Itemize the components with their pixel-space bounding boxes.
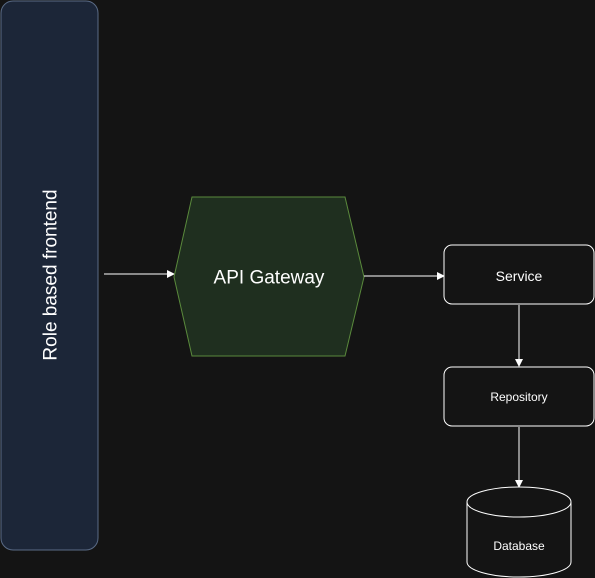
service-label: Service bbox=[496, 268, 543, 284]
repository-label: Repository bbox=[490, 390, 547, 404]
repository-box bbox=[443, 366, 595, 427]
service-box bbox=[443, 244, 595, 305]
gateway-hexagon bbox=[173, 196, 365, 357]
frontend-label: Role based frontend bbox=[41, 189, 62, 360]
gateway-node[interactable]: API Gateway bbox=[173, 196, 365, 357]
repository-node[interactable]: Repository bbox=[443, 366, 595, 427]
database-label: Database bbox=[493, 539, 545, 553]
frontend-box bbox=[0, 0, 99, 551]
frontend-node[interactable]: Role based frontend bbox=[0, 0, 99, 551]
database-cylinder-body bbox=[466, 502, 572, 578]
gateway-label: API Gateway bbox=[214, 268, 325, 289]
database-cylinder-top bbox=[466, 486, 572, 518]
database-node[interactable]: Database bbox=[466, 486, 572, 578]
service-node[interactable]: Service bbox=[443, 244, 595, 305]
